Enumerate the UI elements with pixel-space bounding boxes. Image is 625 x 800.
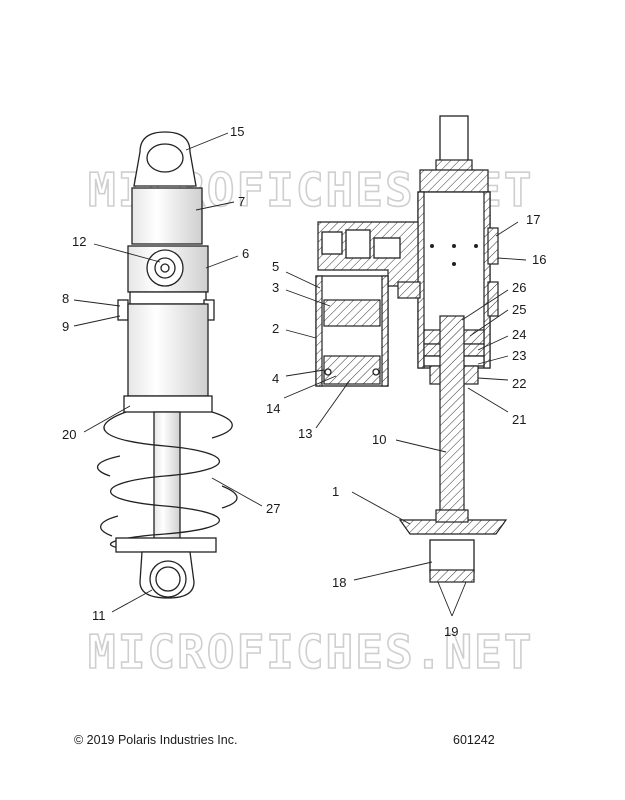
callout-25: 25: [512, 302, 526, 317]
leader-lines: [73, 132, 527, 617]
callout-20: 20: [62, 427, 76, 442]
callout-23: 23: [512, 348, 526, 363]
callout-5: 5: [272, 259, 279, 274]
callout-9: 9: [62, 319, 69, 334]
sectioned-shock: [315, 115, 508, 583]
part-number: 601242: [453, 733, 495, 747]
callout-7: 7: [238, 194, 245, 209]
callout-18: 18: [332, 575, 346, 590]
callout-labels: 15 7 12 6 8 9 20 27 11 5 3 2 4 14 13 17 …: [62, 124, 546, 639]
callout-4: 4: [272, 371, 279, 386]
callout-2: 2: [272, 321, 279, 336]
callout-15: 15: [230, 124, 244, 139]
copyright-text: © 2019 Polaris Industries Inc.: [74, 733, 238, 747]
callout-6: 6: [242, 246, 249, 261]
callout-12: 12: [72, 234, 86, 249]
callout-1: 1: [332, 484, 339, 499]
callout-13: 13: [298, 426, 312, 441]
callout-22: 22: [512, 376, 526, 391]
callout-24: 24: [512, 327, 526, 342]
callout-19: 19: [444, 624, 458, 639]
callout-10: 10: [372, 432, 386, 447]
callout-26: 26: [512, 280, 526, 295]
callout-16: 16: [532, 252, 546, 267]
callout-14: 14: [266, 401, 280, 416]
callout-21: 21: [512, 412, 526, 427]
callout-11: 11: [92, 608, 106, 623]
callout-27: 27: [266, 501, 280, 516]
watermark-bottom: MICROFICHES.NET: [88, 625, 533, 679]
callout-17: 17: [526, 212, 540, 227]
callout-8: 8: [62, 291, 69, 306]
callout-3: 3: [272, 280, 279, 295]
assembled-shock: [97, 131, 238, 599]
